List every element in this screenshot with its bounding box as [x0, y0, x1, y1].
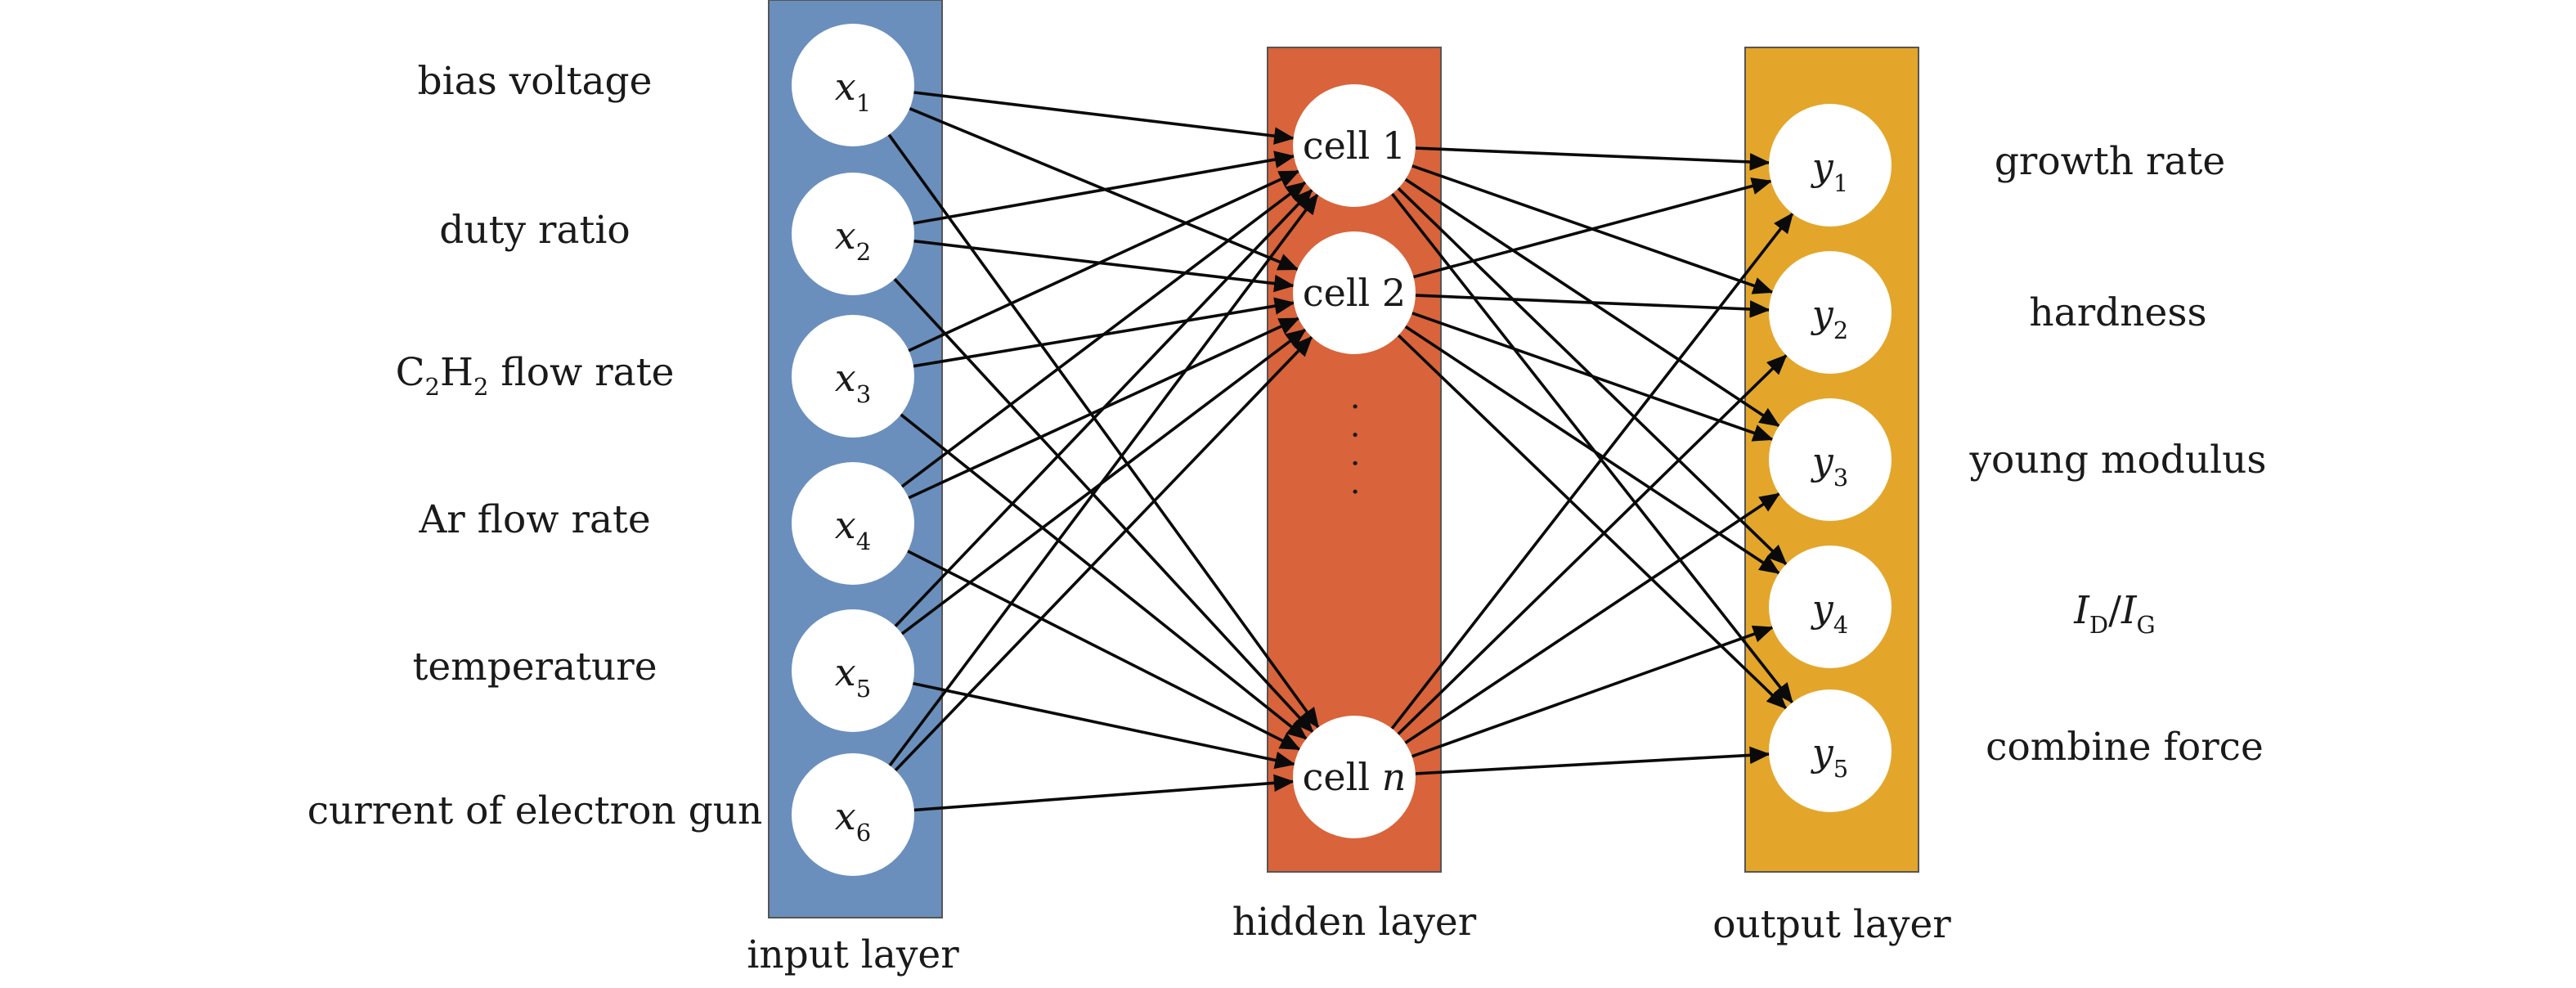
input-node: x2 [792, 173, 914, 295]
output-layer-label: output layer [1712, 902, 1951, 947]
input-node: x4 [792, 462, 914, 585]
svg-text:x6: x6 [835, 794, 871, 847]
input-layer-label: input layer [747, 932, 959, 977]
edge-cell3-to-y1 [1390, 212, 1794, 730]
edge-x3-to-cell1 [908, 169, 1300, 353]
edge-x1-to-cell3 [887, 133, 1320, 729]
svg-text:y3: y3 [1811, 439, 1848, 492]
edge-cell3-to-y3 [1404, 492, 1781, 744]
edge-cell2-to-y2 [1415, 294, 1770, 318]
feature-label-duty-ratio: duty ratio [439, 208, 630, 253]
edge-x6-to-cell2 [894, 335, 1313, 772]
input-node: x6 [792, 753, 914, 876]
svg-text:y2: y2 [1811, 292, 1848, 344]
edge-cell2-to-y1 [1412, 177, 1773, 279]
svg-text:x3: x3 [835, 356, 871, 408]
feature-label-bias-voltage: bias voltage [418, 59, 653, 104]
svg-text:x5: x5 [835, 650, 871, 703]
feature-label-electron-gun-current: current of electron gun [307, 788, 763, 833]
svg-text:x2: x2 [835, 213, 871, 266]
output-node: y1 [1769, 104, 1892, 227]
edge-cell2-to-y4 [1404, 325, 1780, 575]
svg-text:cell 1: cell 1 [1303, 124, 1406, 168]
edge-x3-to-cell3 [900, 413, 1308, 740]
input-node: x1 [792, 24, 914, 146]
edge-x2-to-cell2 [913, 239, 1295, 293]
edge-cell3-to-y4 [1411, 625, 1775, 758]
edge-cell3-to-y2 [1397, 354, 1788, 735]
output-label-growth-rate: growth rate [1995, 139, 2225, 184]
edge-x2-to-cell1 [913, 150, 1295, 225]
output-label-combine-force: combine force [1986, 725, 2264, 770]
connection-edges [887, 91, 1794, 812]
hidden-node: cell 1 [1293, 84, 1416, 207]
output-label-id-ig-ratio: ID/IG [2073, 588, 2155, 639]
edge-cell1-to-y1 [1415, 146, 1770, 171]
edge-x5-to-cell3 [913, 681, 1296, 770]
feature-label-c2h2-flow-rate: C2H2 flow rate [396, 350, 675, 401]
hidden-layer-label: hidden layer [1232, 900, 1477, 945]
output-node: y5 [1769, 689, 1892, 812]
hidden-ellipsis: ···· [1335, 402, 1373, 515]
edge-x1-to-cell1 [913, 91, 1295, 145]
input-node: x5 [792, 609, 914, 732]
svg-text:y4: y4 [1811, 586, 1848, 639]
edge-cell3-to-y5 [1415, 746, 1770, 775]
svg-text:x1: x1 [835, 65, 871, 117]
edge-x4-to-cell3 [907, 550, 1301, 751]
svg-text:y1: y1 [1811, 145, 1848, 197]
edge-cell2-to-y3 [1411, 312, 1774, 442]
output-node: y4 [1769, 546, 1892, 668]
input-node: x3 [792, 315, 914, 438]
feature-label-ar-flow-rate: Ar flow rate [418, 497, 650, 542]
feature-label-temperature: temperature [412, 644, 657, 689]
edge-x6-to-cell1 [888, 193, 1319, 767]
svg-text:x4: x4 [835, 503, 871, 555]
edge-x2-to-cell3 [893, 277, 1314, 734]
edge-x6-to-cell3 [913, 774, 1295, 812]
edge-x4-to-cell1 [900, 181, 1307, 488]
svg-text:y5: y5 [1811, 730, 1848, 783]
svg-text:cell n: cell n [1303, 755, 1407, 799]
svg-text:cell 2: cell 2 [1303, 271, 1406, 315]
hidden-node: cell 2 [1293, 231, 1416, 354]
edge-x5-to-cell1 [894, 188, 1313, 628]
hidden-node: cell n [1293, 716, 1416, 838]
output-label-young-modulus: young modulus [1968, 438, 2266, 483]
output-label-hardness: hardness [2029, 290, 2206, 335]
output-node: y2 [1769, 251, 1892, 374]
output-node: y3 [1769, 398, 1892, 521]
